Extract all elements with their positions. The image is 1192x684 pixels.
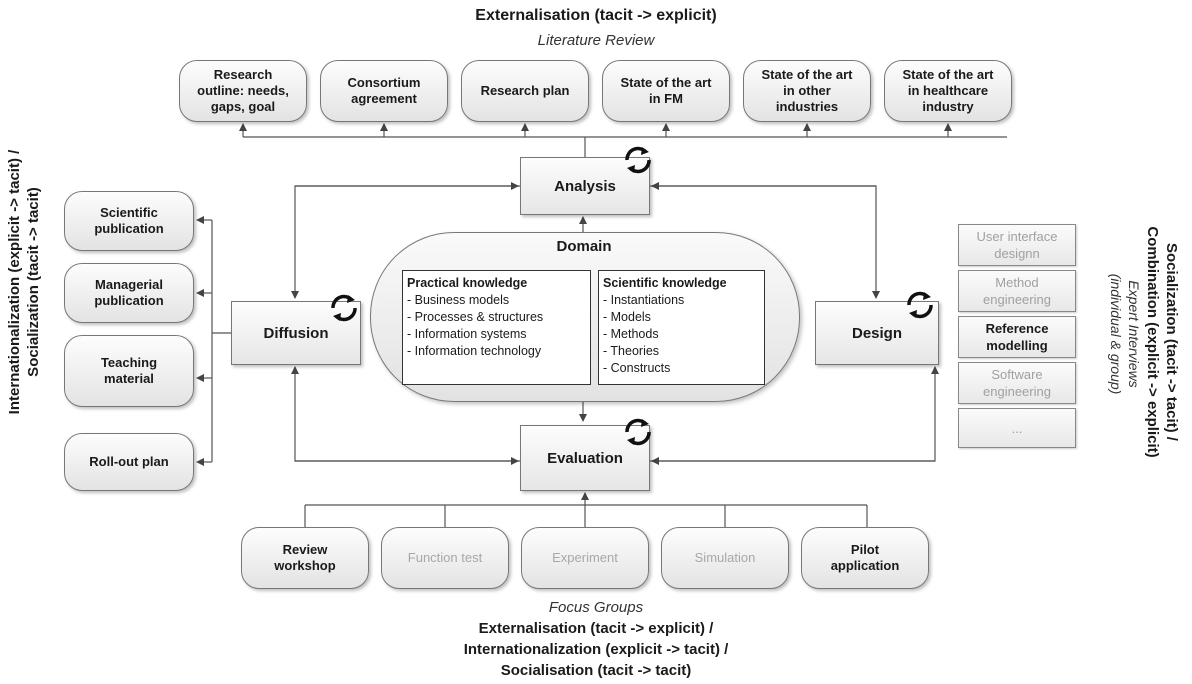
right-subheading-line2: (individual & group) (1108, 273, 1124, 395)
practical-item: - Information systems (407, 327, 527, 341)
practical-knowledge-box: Practical knowledge - Business models - … (402, 270, 591, 385)
left-vertical-heading: Internationalization (explicit -> tacit)… (5, 72, 45, 492)
practical-item: - Information technology (407, 344, 542, 358)
practical-item: - Processes & structures (407, 310, 544, 324)
right-heading-line2: Combination (explicit -> explicit) (1144, 226, 1161, 458)
left-box-teaching-material: Teaching material (64, 335, 194, 407)
scientific-item: - Theories (603, 344, 660, 358)
left-box-scientific-publication: Scientific publication (64, 191, 194, 251)
right-box-software-engineering: Software engineering (958, 362, 1076, 404)
analysis-box: Analysis (520, 157, 650, 215)
domain-title: Domain (556, 238, 612, 255)
scientific-item: - Methods (603, 327, 659, 341)
bottom-heading-line1: Externalisation (tacit -> explicit) / (478, 620, 714, 637)
top-box-sota-fm: State of the art in FM (602, 60, 730, 122)
cycle-arrows-icon (625, 146, 651, 174)
left-box-roll-out-plan: Roll-out plan (64, 433, 194, 491)
right-vertical-subheading: Expert Interviews (individual & group) (1105, 214, 1143, 454)
scientific-item: - Constructs (603, 361, 671, 375)
right-heading-line1: Socialization (tacit -> tacit) / (1163, 243, 1180, 441)
bottom-box-function-test: Function test (381, 527, 509, 589)
practical-item: - Business models (407, 293, 510, 307)
diffusion-box: Diffusion (231, 301, 361, 365)
bottom-box-review-workshop: Review workshop (241, 527, 369, 589)
top-box-research-outline: Research outline: needs, gaps, goal (179, 60, 307, 122)
scientific-knowledge-title: Scientific knowledge (603, 276, 727, 290)
right-box-user-interface: User interface designn (958, 224, 1076, 266)
scientific-knowledge-box: Scientific knowledge - Instantiations - … (598, 270, 765, 385)
right-vertical-heading: Socialization (tacit -> tacit) / Combina… (1141, 162, 1181, 522)
left-box-managerial-publication: Managerial publication (64, 263, 194, 323)
top-box-sota-other: State of the art in other industries (743, 60, 871, 122)
bottom-heading-line3: Socialisation (tacit -> tacit) (500, 662, 692, 679)
design-box: Design (815, 301, 939, 365)
bottom-subheading: Focus Groups (548, 599, 644, 616)
practical-knowledge-title: Practical knowledge (407, 276, 528, 290)
evaluation-box: Evaluation (520, 425, 650, 491)
right-box-reference-modelling: Reference modelling (958, 316, 1076, 358)
right-box-method-engineering: Method engineering (958, 270, 1076, 312)
left-heading-line2: Socialization (tacit -> tacit) (25, 187, 42, 377)
scientific-item: - Instantiations (603, 293, 685, 307)
bottom-box-simulation: Simulation (661, 527, 789, 589)
top-box-research-plan: Research plan (461, 60, 589, 122)
bottom-box-pilot-application: Pilot application (801, 527, 929, 589)
top-heading: Externalisation (tacit -> explicit) (475, 7, 717, 24)
bottom-box-experiment: Experiment (521, 527, 649, 589)
bottom-heading-line2: Internationalization (explicit -> tacit)… (463, 641, 729, 658)
top-box-sota-healthcare: State of the art in healthcare industry (884, 60, 1012, 122)
cycle-arrows-icon (907, 291, 933, 319)
scientific-item: - Models (603, 310, 651, 324)
right-box-more: ... (958, 408, 1076, 448)
cycle-arrows-icon (331, 294, 357, 322)
top-subheading: Literature Review (537, 32, 655, 49)
left-heading-line1: Internationalization (explicit -> tacit)… (6, 149, 23, 415)
top-box-consortium-agreement: Consortium agreement (320, 60, 448, 122)
cycle-arrows-icon (625, 418, 651, 446)
